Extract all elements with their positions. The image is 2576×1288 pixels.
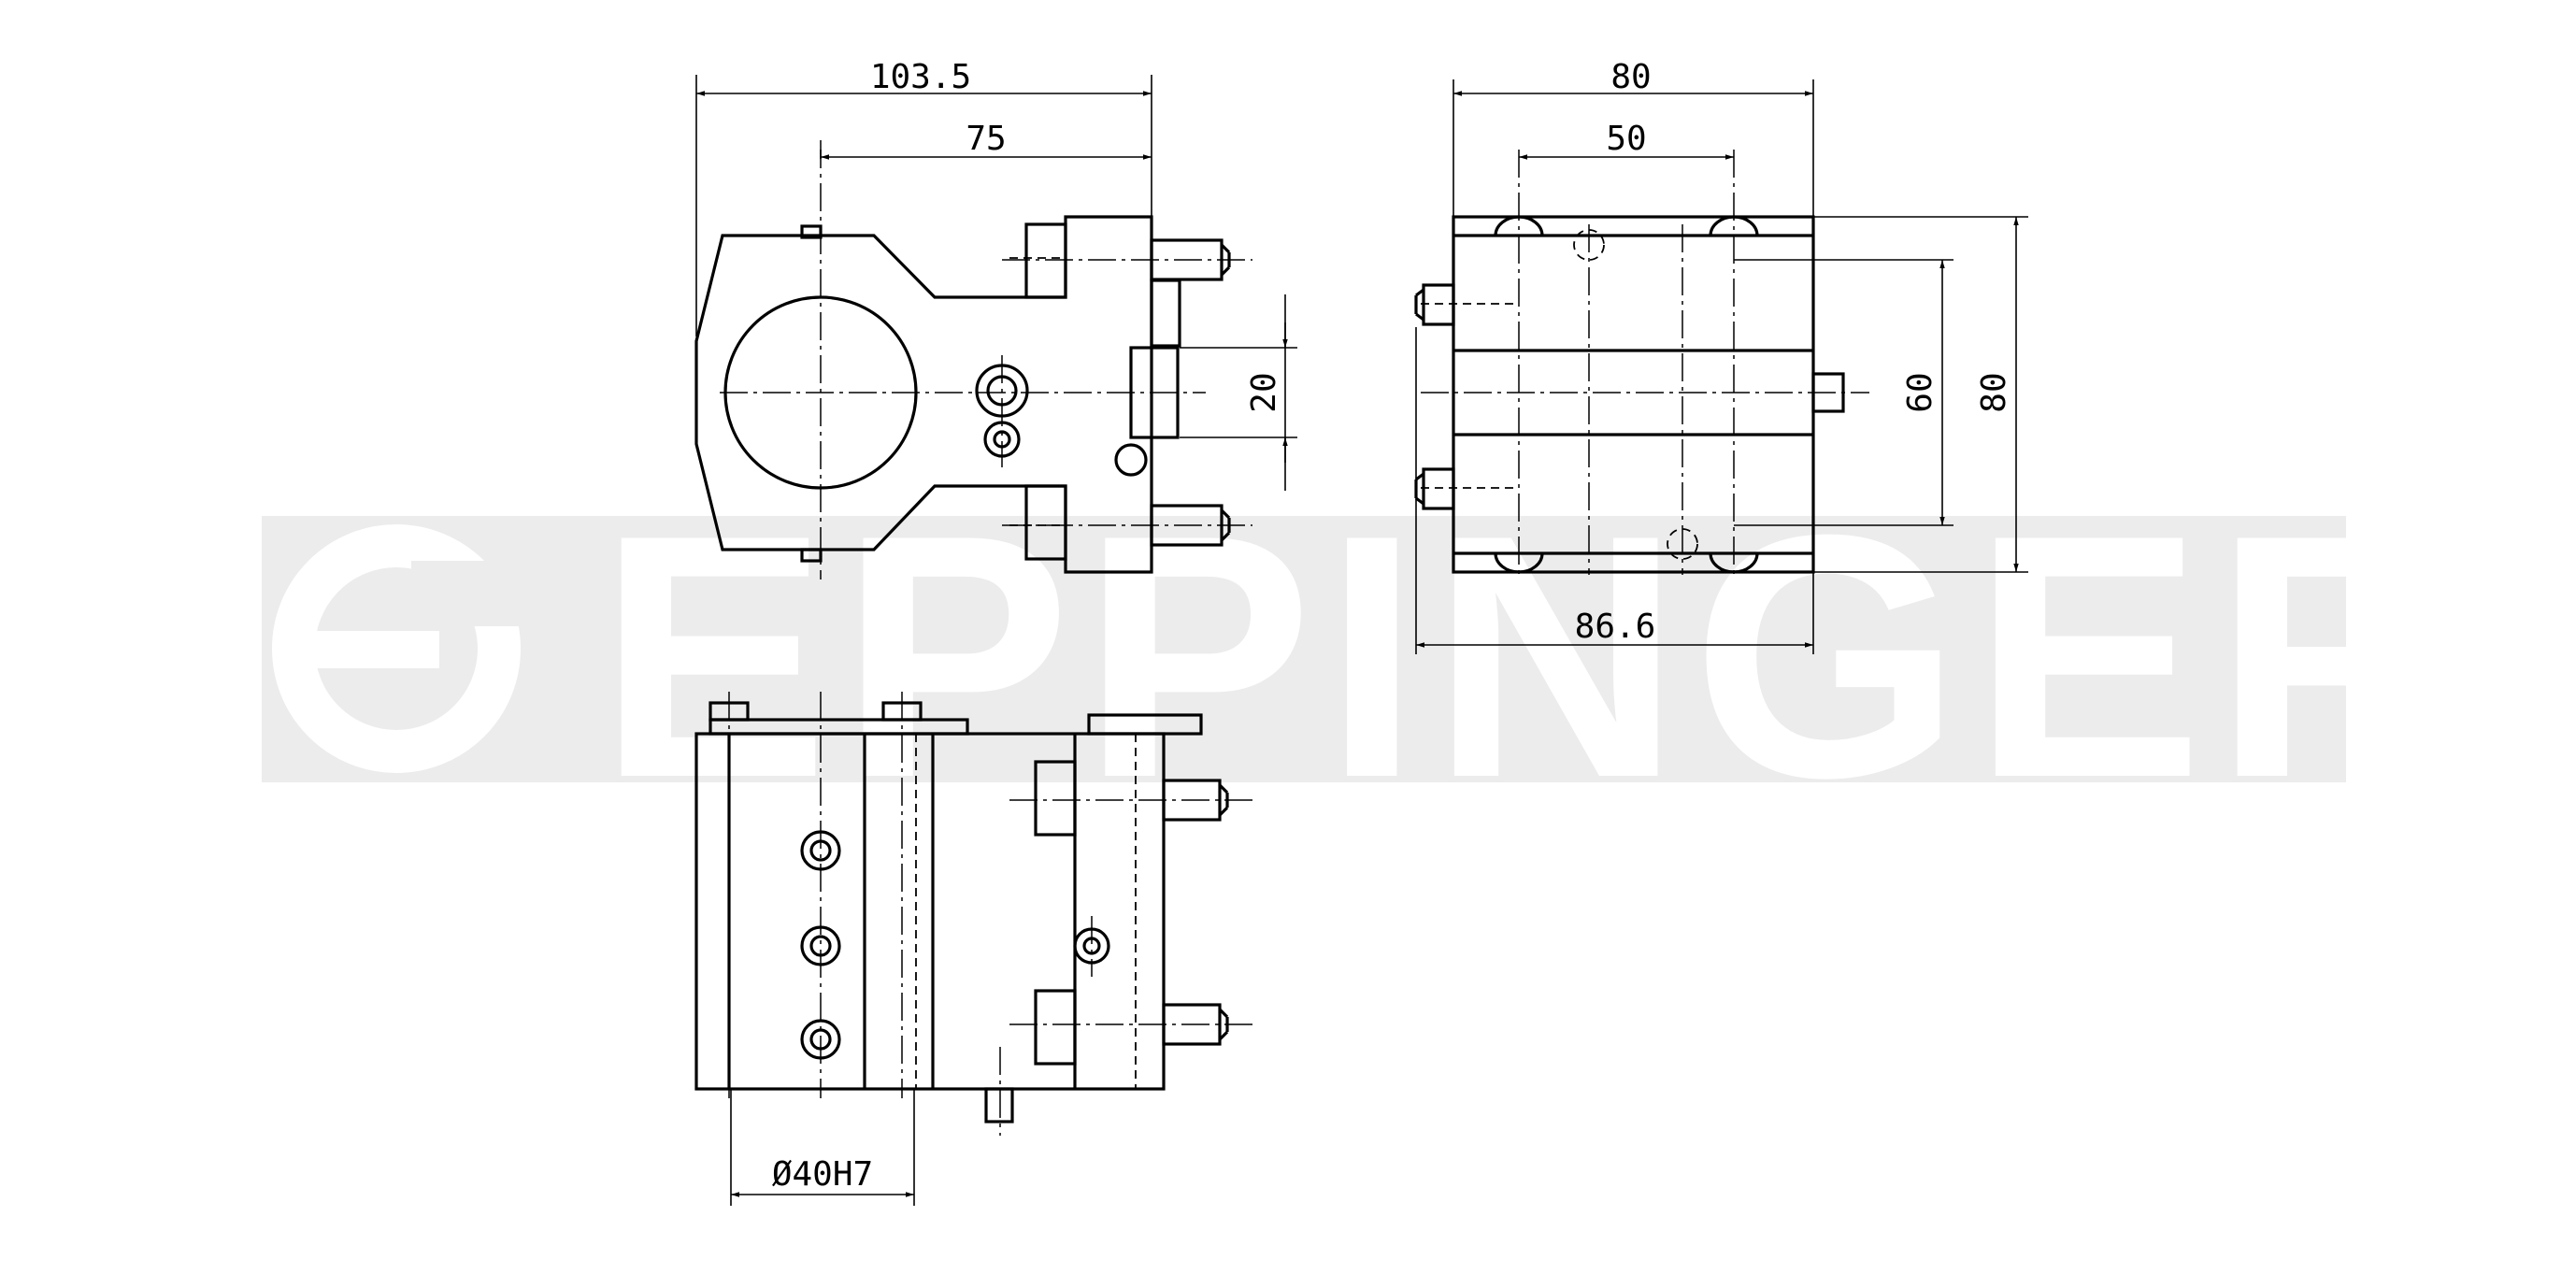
top-view-dimensions: Ø40H7 bbox=[730, 1089, 915, 1206]
front-view-dimensions: 103.5 75 20 bbox=[695, 58, 1297, 491]
dim-86-6: 86.6 bbox=[1575, 608, 1656, 646]
dim-50: 50 bbox=[1606, 120, 1646, 158]
side-view-dimensions: 80 50 60 80 86.6 bbox=[1415, 58, 2028, 654]
watermark-band bbox=[262, 516, 2346, 782]
top-view bbox=[694, 692, 1252, 1136]
dim-20: 20 bbox=[1245, 372, 1283, 412]
dim-80-right: 80 bbox=[1975, 372, 2013, 412]
dim-bore-diameter: Ø40H7 bbox=[772, 1155, 873, 1194]
watermark-text: EPPINGER bbox=[598, 464, 2475, 850]
dim-75: 75 bbox=[966, 120, 1006, 158]
eppinger-logo-icon bbox=[264, 516, 530, 782]
dim-60: 60 bbox=[1901, 372, 1939, 412]
watermark: EPPINGER bbox=[262, 464, 2475, 850]
front-view bbox=[694, 140, 1252, 580]
dim-80-top: 80 bbox=[1610, 58, 1651, 96]
dim-103-5: 103.5 bbox=[870, 58, 971, 96]
